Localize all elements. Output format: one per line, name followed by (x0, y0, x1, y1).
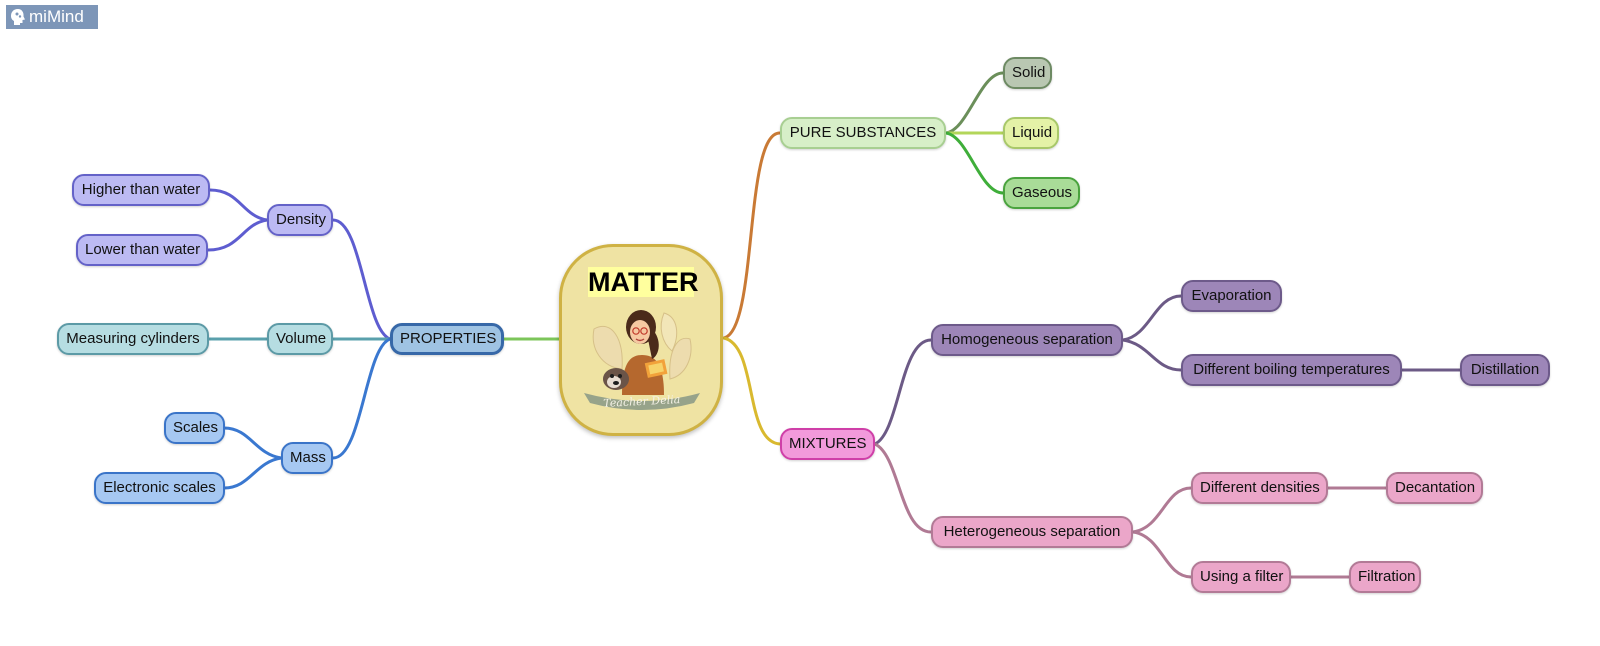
teacher-illustration: Teacher Delia (584, 310, 700, 410)
node-electronic-scales[interactable]: Electronic scales (94, 472, 225, 504)
link-homo-boil (1121, 338, 1183, 372)
node-gaseous[interactable]: Gaseous (1003, 177, 1080, 209)
central-topic-matter[interactable]: MATTER Teacher Delia (559, 244, 723, 436)
node-liquid[interactable]: Liquid (1003, 117, 1059, 149)
node-pure-substances[interactable]: PURE SUBSTANCES (780, 117, 946, 149)
node-distillation[interactable]: Distillation (1460, 354, 1550, 386)
node-evaporation[interactable]: Evaporation (1181, 280, 1282, 312)
node-different-boiling-temperatures[interactable]: Different boiling temperatures (1181, 354, 1402, 386)
link-mix-homo (873, 338, 933, 446)
central-topic-title: MATTER (588, 267, 699, 297)
brain-icon (11, 9, 25, 25)
link-prop-mass (331, 337, 392, 460)
link-pure-gaseous (944, 131, 1005, 195)
link-mix-hetero (873, 442, 933, 534)
node-using-a-filter[interactable]: Using a filter (1191, 561, 1291, 593)
node-volume[interactable]: Volume (267, 323, 333, 355)
node-decantation[interactable]: Decantation (1386, 472, 1483, 504)
link-pure-solid (944, 71, 1005, 135)
node-filtration[interactable]: Filtration (1349, 561, 1421, 593)
node-lower-than-water[interactable]: Lower than water (76, 234, 208, 266)
link-mass-scales (222, 426, 283, 460)
link-mass-electronic (222, 456, 283, 490)
link-center-pure (722, 131, 782, 340)
node-measuring-cylinders[interactable]: Measuring cylinders (57, 323, 209, 355)
node-solid[interactable]: Solid (1003, 57, 1052, 89)
node-heterogeneous-separation[interactable]: Heterogeneous separation (931, 516, 1133, 548)
link-prop-density (331, 218, 392, 341)
link-center-mixtures (722, 336, 782, 446)
node-higher-than-water[interactable]: Higher than water (72, 174, 210, 206)
node-mixtures[interactable]: MIXTURES (780, 428, 875, 460)
node-properties[interactable]: PROPERTIES (390, 323, 504, 355)
node-mass[interactable]: Mass (281, 442, 333, 474)
link-hetero-filter (1131, 530, 1193, 579)
node-scales[interactable]: Scales (164, 412, 225, 444)
mimind-logo: miMind (6, 5, 98, 29)
link-density-lower (206, 218, 269, 252)
node-homogeneous-separation[interactable]: Homogeneous separation (931, 324, 1123, 356)
teacher-signature: Teacher Delia (603, 393, 681, 410)
node-density[interactable]: Density (267, 204, 333, 236)
logo-text: miMind (29, 7, 84, 26)
link-hetero-dens (1131, 486, 1193, 534)
link-homo-evap (1121, 294, 1183, 342)
node-different-densities[interactable]: Different densities (1191, 472, 1328, 504)
link-density-higher (208, 188, 269, 222)
